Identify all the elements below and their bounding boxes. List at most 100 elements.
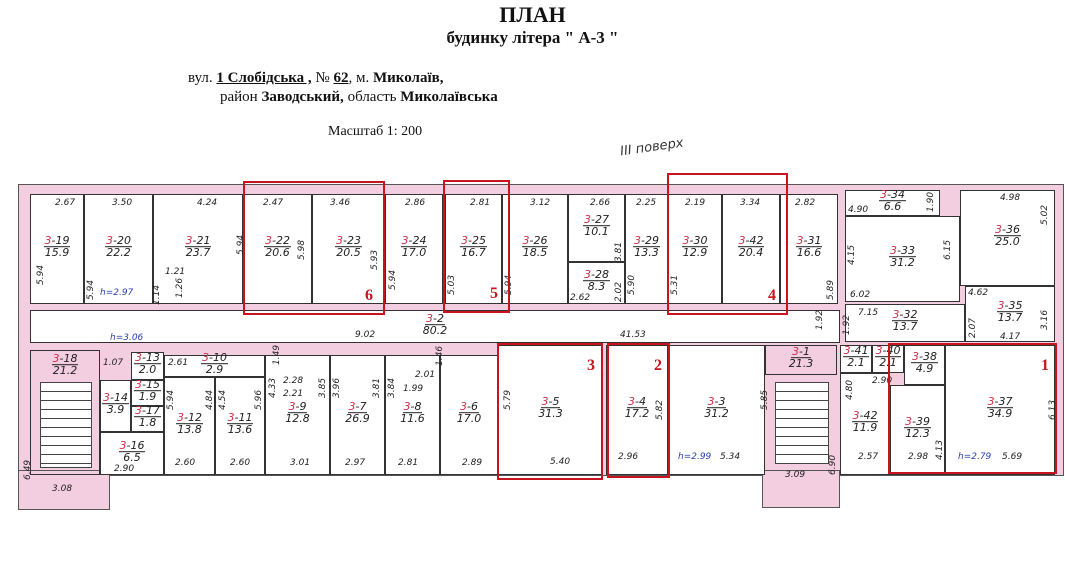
room-area: 13.8 [177, 423, 202, 437]
room-id: -34 [887, 188, 905, 202]
room-id: -25 [468, 234, 486, 248]
dimension-label: 1.26 [175, 277, 185, 298]
dimension-label: 2.07 [968, 317, 978, 338]
highlight-number: 6 [365, 287, 373, 304]
room-floor-prefix: 3 [880, 188, 888, 202]
dimension-label: 2.81 [398, 458, 419, 468]
dimension-label: 3.96 [332, 377, 342, 398]
room-id: -42 [745, 234, 764, 248]
room-floor-prefix: 3 [875, 344, 883, 358]
dimension-label: 5.85 [760, 389, 770, 410]
room-area: 21.2 [52, 364, 78, 378]
room-area: 13.7 [892, 320, 918, 334]
highlight-number: 5 [490, 285, 498, 302]
room-area: 17.2 [624, 407, 650, 421]
dimension-label: 4.17 [1000, 332, 1021, 342]
room-id: -24 [408, 234, 427, 248]
room-area: 31.2 [704, 407, 729, 421]
dimension-label: 3.81 [614, 241, 624, 262]
room-id: -40 [882, 344, 901, 358]
room-id: -39 [912, 415, 930, 429]
city: Миколаїв, [372, 70, 444, 86]
room-id: -15 [142, 378, 160, 392]
dimension-label: 3.16 [1040, 309, 1050, 330]
room-id: -35 [1004, 299, 1023, 313]
highlight-box-4: 4 [667, 173, 788, 315]
room-area: 20.5 [336, 246, 361, 260]
dimension-label: 2.86 [405, 198, 426, 208]
dimension-label: 2.82 [795, 198, 816, 208]
highlight-number: 4 [768, 287, 776, 304]
dimension-label: 2.01 [415, 370, 436, 380]
room-floor-prefix: 3 [52, 352, 60, 366]
room-floor-prefix: 3 [987, 395, 995, 409]
floor-label: ІІІ поверх [619, 135, 685, 160]
stairs-right [775, 382, 829, 464]
room-area: 6.6 [883, 200, 902, 214]
room-area: 13.6 [227, 423, 253, 437]
room-floor-prefix: 3 [461, 234, 469, 248]
dimension-label: 6.49 [23, 459, 33, 480]
room-floor-prefix: 3 [634, 234, 642, 248]
room-id: -29 [641, 234, 659, 248]
room-id: -11 [234, 411, 253, 425]
room-id: -5 [548, 395, 560, 409]
room-id: -6 [467, 400, 478, 414]
room-id: -12 [184, 411, 202, 425]
dimension-label: 1.92 [815, 309, 825, 330]
room-floor-prefix: 3 [119, 438, 127, 452]
dimension-label: 3.50 [112, 198, 133, 208]
region: Миколаївська [400, 89, 498, 105]
room-id: -4 [635, 395, 646, 409]
room-id: -22 [272, 234, 290, 248]
dimension-label: 4.15 [847, 244, 857, 265]
region-prefix: область [347, 89, 397, 105]
room-id: -20 [113, 234, 131, 248]
room-floor-prefix: 3 [135, 404, 143, 418]
room-id: -10 [209, 351, 227, 365]
room-floor-prefix: 3 [541, 395, 549, 409]
dimension-label: 1.46 [435, 345, 445, 366]
room-floor-prefix: 3 [44, 234, 52, 248]
building-number: 62 [333, 70, 349, 86]
dimension-label: 5.69 [1002, 452, 1023, 462]
room-id: -27 [591, 213, 609, 227]
dimension-label: 1.14 [152, 284, 162, 305]
dimension-label: 41.53 [620, 330, 646, 340]
room-floor-prefix: 3 [912, 350, 920, 364]
room-area: 11.9 [852, 421, 878, 435]
room-floor-prefix: 3 [890, 244, 898, 258]
dimension-label: 1.07 [103, 358, 124, 368]
highlight-box-1: 1 [888, 343, 1057, 474]
dimension-label: 2.90 [872, 376, 893, 386]
room-area: 12.8 [285, 412, 310, 426]
room-floor-prefix: 3 [522, 234, 530, 248]
